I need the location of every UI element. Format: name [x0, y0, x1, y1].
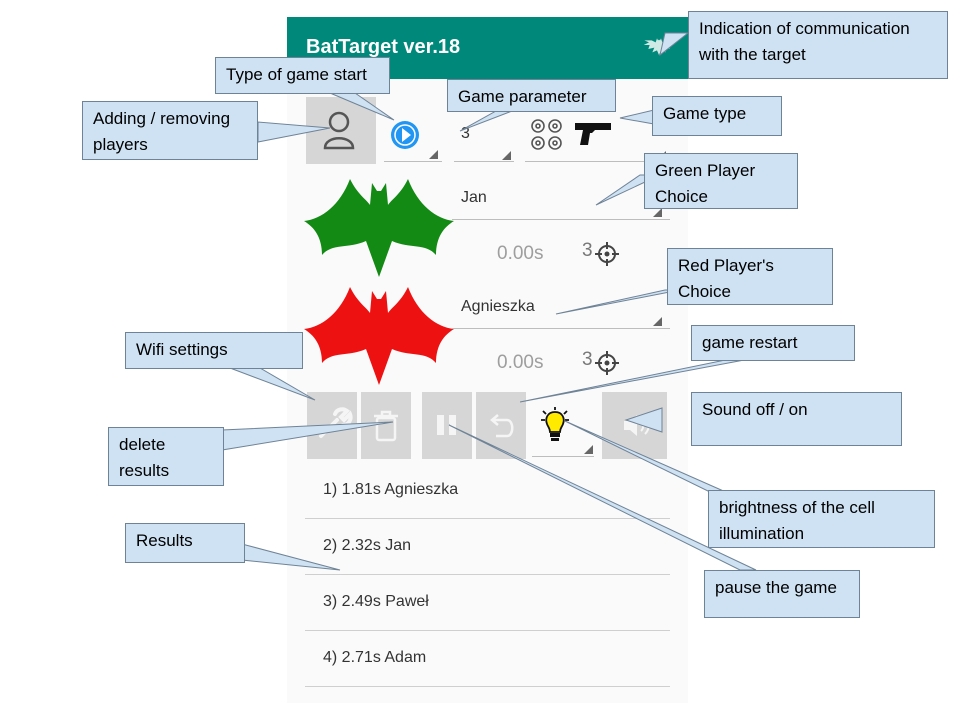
- callout-restart: game restart: [691, 325, 855, 361]
- green-player-time: 0.00s: [497, 243, 544, 264]
- app-screen: BatTarget ver.18 3: [287, 17, 688, 703]
- speaker-icon: [624, 415, 650, 436]
- play-icon: [391, 121, 419, 149]
- callout-sound: Sound off / on: [691, 392, 902, 446]
- result-text: 2) 2.32s Jan: [323, 537, 412, 554]
- crosshair-icon: [595, 242, 619, 266]
- red-player-hits: 3: [582, 349, 593, 370]
- game-parameter-value: 3: [461, 125, 470, 142]
- list-item: 3) 2.49s Paweł: [305, 575, 670, 631]
- results-list: 1) 1.81s Agnieszka 2) 2.32s Jan 3) 2.49s…: [287, 463, 688, 703]
- callout-pause: pause the game: [704, 570, 860, 618]
- red-player-name: Agnieszka: [461, 298, 535, 315]
- red-player-spinner[interactable]: Agnieszka: [452, 286, 672, 331]
- undo-icon: [490, 414, 514, 438]
- callout-wifi: Wifi settings: [125, 332, 303, 369]
- result-text: 3) 2.49s Paweł: [323, 593, 429, 610]
- callout-results: Results: [125, 523, 245, 563]
- list-item: 1) 1.81s Agnieszka: [305, 463, 670, 519]
- targets-icon: [531, 119, 562, 150]
- bulb-icon: [541, 407, 569, 441]
- person-icon: [323, 111, 355, 150]
- green-bat-icon: [304, 169, 454, 279]
- result-text: 4) 2.71s Adam: [323, 649, 427, 666]
- wrench-icon: [319, 407, 353, 438]
- brightness-spinner[interactable]: [532, 392, 598, 459]
- callout-delete: delete results: [108, 427, 224, 486]
- red-player-time: 0.00s: [497, 352, 544, 373]
- bat-icon: [642, 35, 676, 57]
- callout-players: Adding / removing players: [82, 101, 258, 160]
- callout-communication: Indication of communication with the tar…: [688, 11, 948, 79]
- callout-start-type: Type of game start: [215, 57, 390, 94]
- pause-icon: [437, 415, 456, 435]
- list-item: 4) 2.71s Adam: [305, 631, 670, 687]
- green-player-spinner[interactable]: Jan: [452, 177, 672, 222]
- sound-toggle-button[interactable]: [602, 392, 667, 459]
- callout-green-player: Green Player Choice: [644, 153, 798, 209]
- pause-button[interactable]: [422, 392, 472, 459]
- pistol-icon: [575, 123, 611, 145]
- game-parameter-spinner[interactable]: 3: [452, 97, 517, 164]
- result-text: 1) 1.81s Agnieszka: [323, 481, 459, 498]
- callout-game-type: Game type: [652, 96, 782, 136]
- restart-button[interactable]: [476, 392, 526, 459]
- start-type-spinner[interactable]: [382, 97, 445, 164]
- wifi-settings-button[interactable]: [307, 392, 357, 459]
- crosshair-icon: [595, 351, 619, 375]
- trash-icon: [374, 410, 398, 442]
- list-item: 2) 2.32s Jan: [305, 519, 670, 575]
- callout-red-player: Red Player's Choice: [667, 248, 833, 305]
- callout-brightness: brightness of the cell illumination: [708, 490, 935, 548]
- green-player-hits: 3: [582, 240, 593, 261]
- app-title: BatTarget ver.18: [306, 36, 461, 58]
- delete-results-button[interactable]: [361, 392, 411, 459]
- red-bat-icon: [304, 277, 454, 387]
- callout-game-parameter: Game parameter: [447, 79, 616, 112]
- players-button[interactable]: [306, 97, 376, 164]
- green-player-name: Jan: [461, 189, 487, 206]
